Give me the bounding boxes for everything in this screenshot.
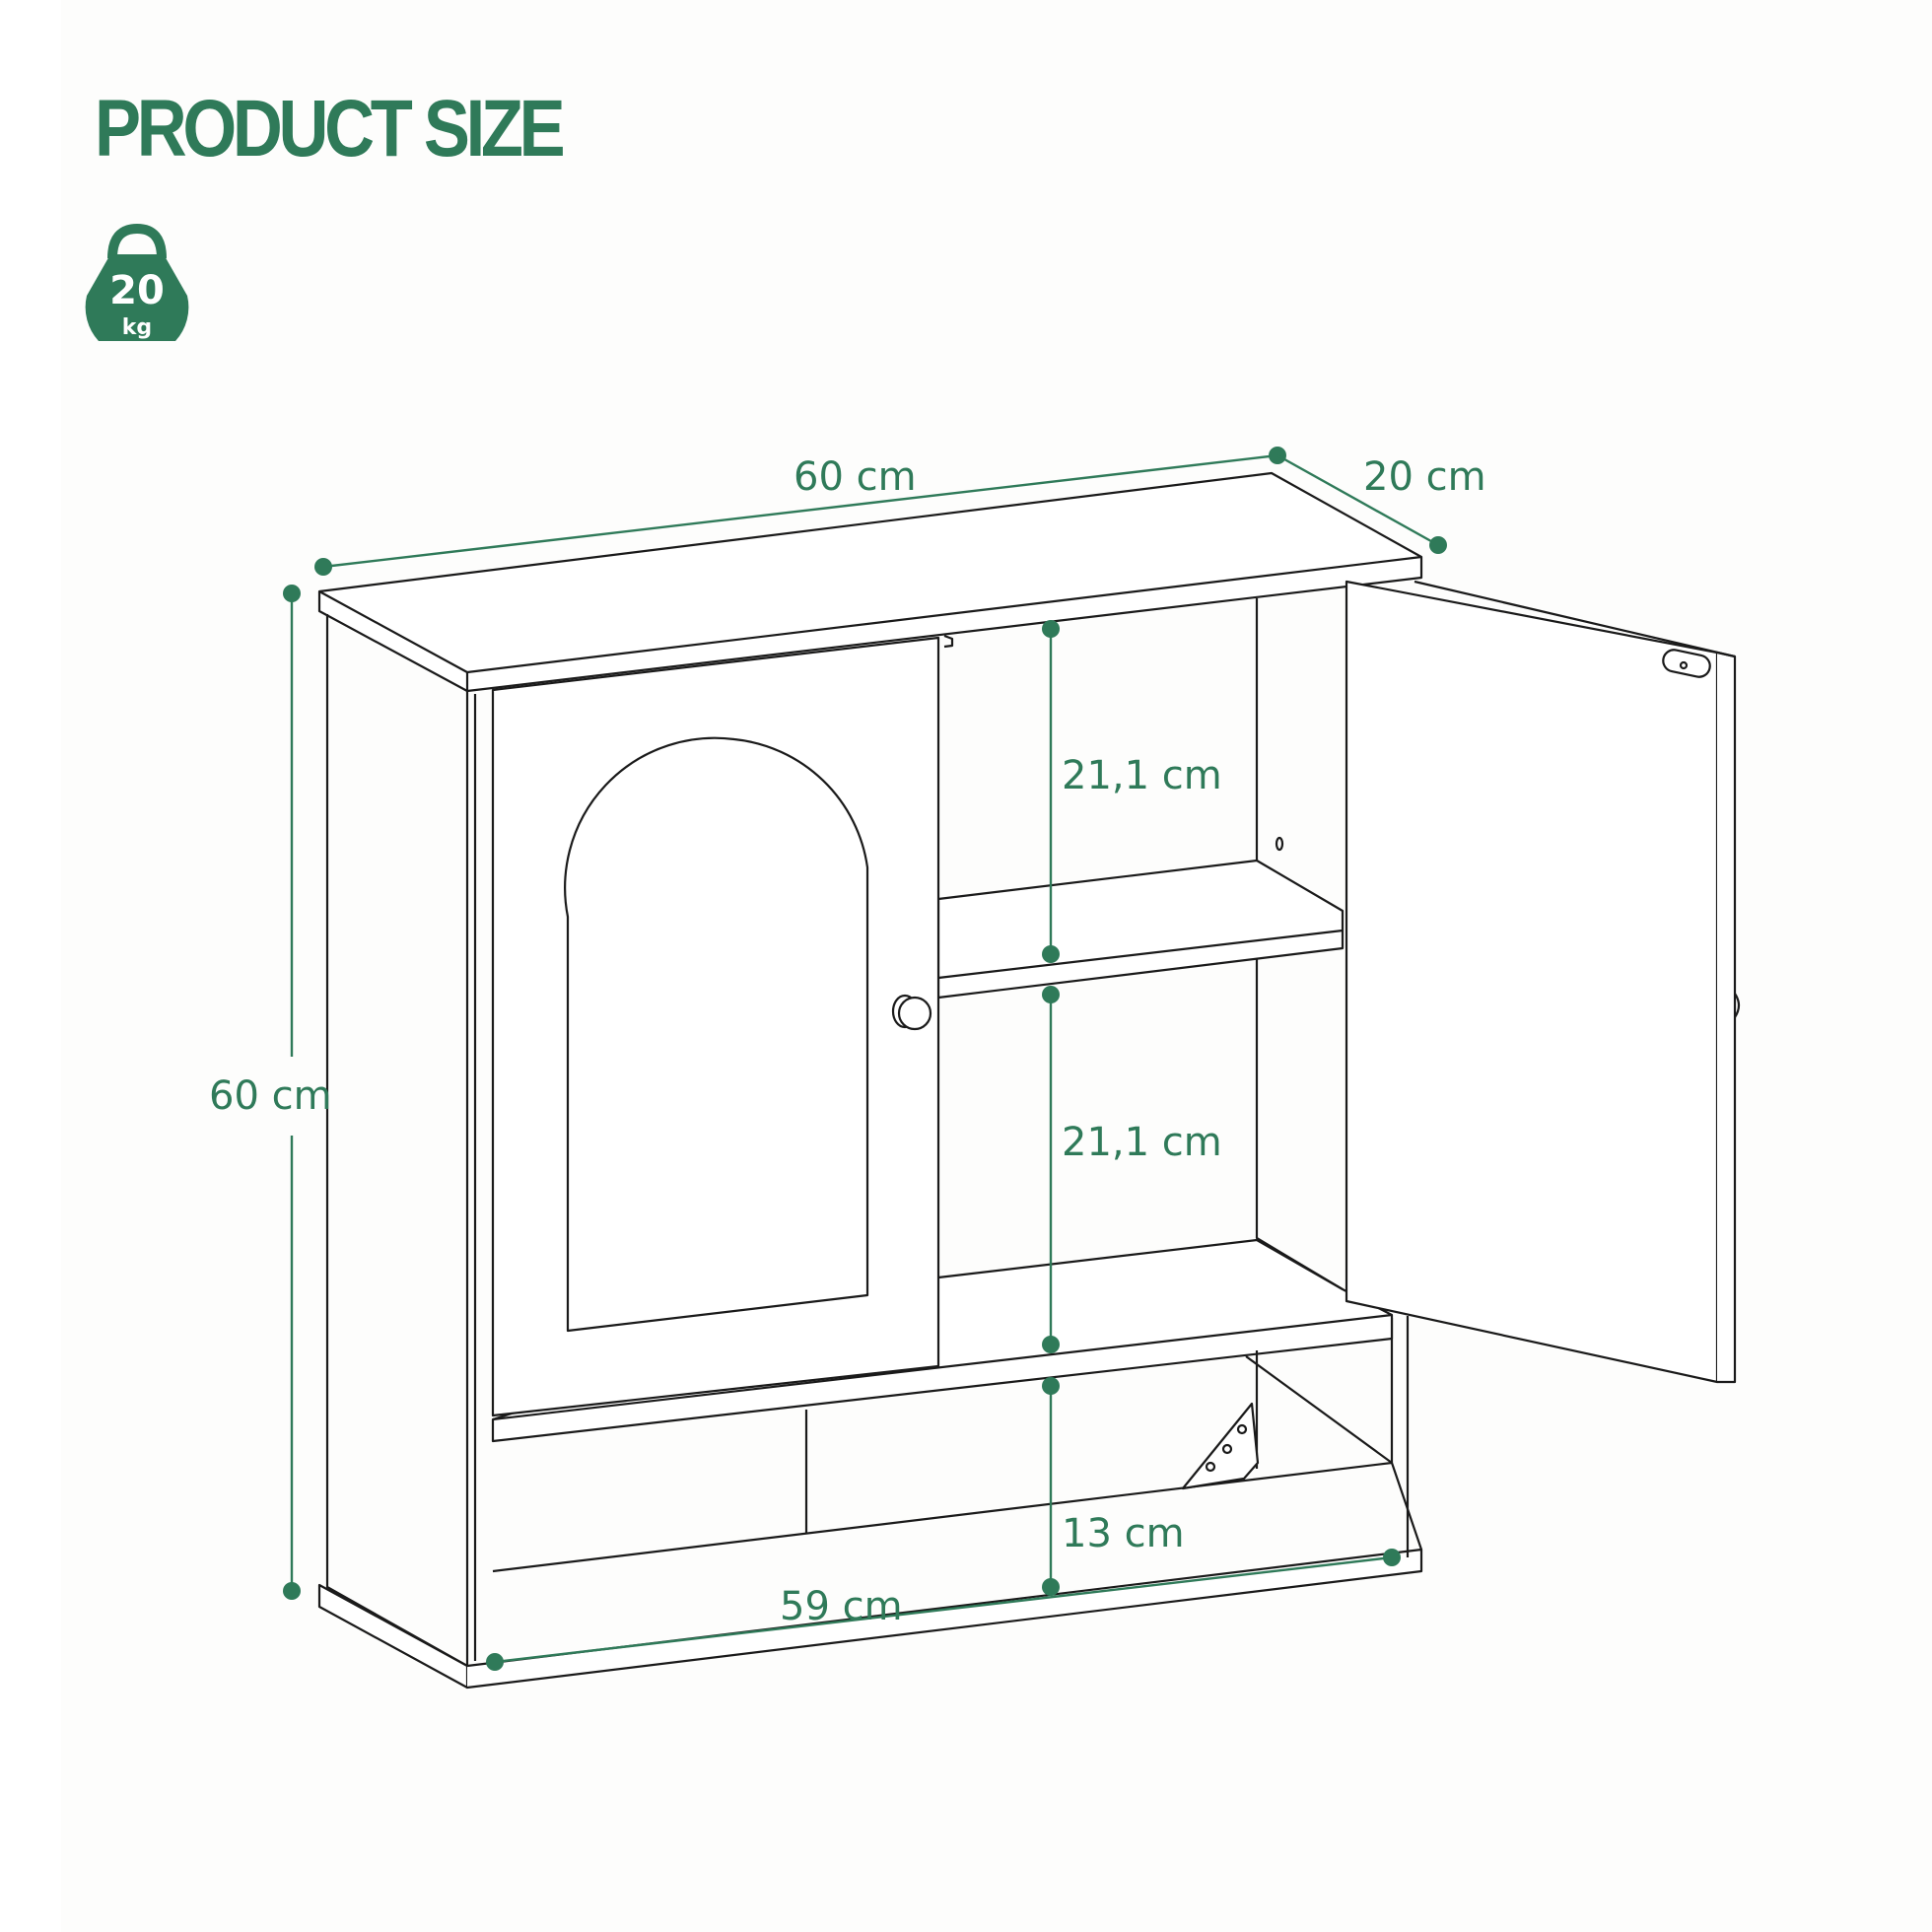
weight-unit: kg [122, 315, 152, 340]
bottom-board [466, 1548, 1423, 1690]
right-door[interactable] [1345, 580, 1719, 1384]
cabinet [317, 471, 1741, 1690]
dimension-labels: 60 cm 20 cm 60 cm 21,1 cm 21,1 cm 13 cm … [209, 454, 1486, 1629]
dimension-lines [283, 447, 1447, 1671]
weight-value: 20 [109, 268, 165, 313]
label-shelf-middle: 21,1 cm [1062, 1120, 1222, 1165]
corner-bracket [1181, 1402, 1260, 1490]
label-shelf-upper: 21,1 cm [1062, 753, 1222, 798]
dim-line-inner-width [494, 1555, 1393, 1664]
door-knob[interactable] [897, 996, 932, 1031]
dim-line-width [322, 453, 1278, 569]
label-depth: 20 cm [1363, 454, 1486, 500]
dim-line-depth [1276, 453, 1439, 547]
page-title: PRODUCT SIZE [95, 84, 566, 173]
label-height: 60 cm [209, 1073, 332, 1119]
label-shelf-bottom: 13 cm [1062, 1511, 1185, 1556]
label-inner-width: 59 cm [780, 1584, 903, 1629]
left-side-panel [325, 614, 469, 1668]
weight-icon: 20 kg [85, 223, 189, 341]
top-board [317, 471, 1423, 693]
upper-shelf [936, 859, 1345, 1000]
arched-mirror [564, 736, 869, 1333]
label-width: 60 cm [794, 454, 917, 500]
